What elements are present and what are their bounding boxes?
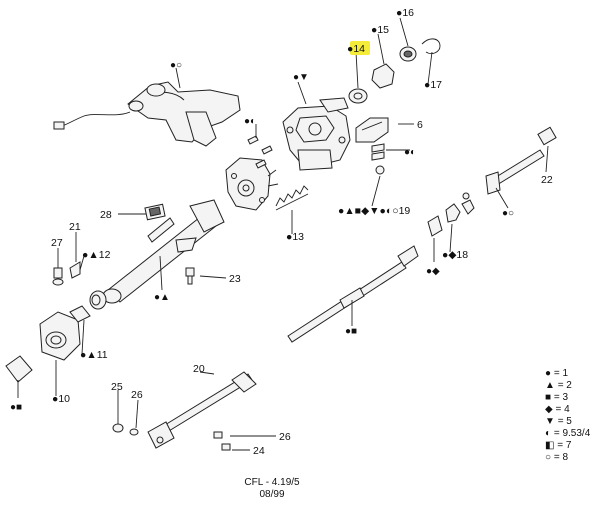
coupling-block-part [225, 157, 279, 211]
callout-22[interactable]: 22 [541, 174, 553, 186]
callout-26-lower[interactable]: 26 [279, 431, 291, 443]
callout-13[interactable]: ●13 [286, 231, 304, 243]
legend-item-3: ■ = 3 [545, 392, 568, 403]
callout-16[interactable]: ●16 [396, 7, 414, 19]
callout-10[interactable]: ●10 [52, 393, 70, 405]
callout-20[interactable]: 20 [193, 363, 205, 375]
symbol-tag-lower-shaft: ●■ [345, 326, 357, 337]
callout-28[interactable]: 28 [100, 209, 112, 221]
symbol-tag-sleeve: ●■ [10, 402, 22, 413]
screw-washer-parts [112, 423, 231, 451]
callout-24[interactable]: 24 [253, 445, 265, 457]
legend-item-1: ● = 1 [545, 368, 568, 379]
grommet-part [144, 203, 166, 221]
lower-flange-part [5, 290, 107, 383]
callout-labels: ●16 ●15 ●14 ●17 6 28 21 27 ●▲12 ●▲11 ●10… [51, 7, 553, 457]
column-housing-part [282, 97, 351, 171]
symbol-tag-pins: ●◐ [404, 147, 416, 158]
intermediate-shaft-part [287, 245, 419, 343]
callout-19[interactable]: ●▲■◆▼●◐○19 [338, 205, 410, 217]
legend-item-2: ▲ = 2 [545, 380, 572, 391]
callout-14[interactable]: ●14 [347, 43, 365, 55]
callout-15[interactable]: ●15 [371, 24, 389, 36]
callout-12[interactable]: ●▲12 [82, 249, 111, 261]
legend-item-8: ○ = 8 [545, 452, 568, 463]
legend-item-7: ◧ = 7 [545, 440, 572, 451]
symbol-legend: ● = 1 ▲ = 2 ■ = 3 ◆ = 4 ▼ = 5 ◐ = 9.53/4… [545, 368, 591, 463]
nut-washer-parts [52, 261, 81, 286]
legend-item-4: ◆ = 4 [545, 404, 570, 415]
highlight-marker [350, 41, 370, 55]
footer-date: 08/99 [259, 489, 284, 500]
symbol-tag-housing: ●▼ [293, 72, 309, 83]
callout-23[interactable]: 23 [229, 273, 241, 285]
column-tube-part [102, 199, 225, 304]
callout-21[interactable]: 21 [69, 221, 81, 233]
legend-item-5: ▼ = 5 [545, 416, 572, 427]
clip-parts [427, 192, 475, 237]
callout-18[interactable]: ●◆18 [442, 249, 468, 261]
callout-11[interactable]: ●▲11 [80, 349, 108, 361]
callout-6[interactable]: 6 [417, 119, 423, 131]
legend-item-6: ◐ = 9.53/4 [545, 428, 591, 439]
symbol-tag-bracket: ●○ [170, 60, 182, 71]
bushing-parts [348, 38, 441, 104]
callout-25[interactable]: 25 [111, 381, 123, 393]
bolt-23-part [185, 267, 195, 285]
footer-code: CFL - 4.19/5 [244, 477, 300, 488]
symbol-tags: ●○ ●▼ ●◐ ●◐ ●○ ●◆ ●▲ ●■ ●■ [10, 60, 514, 413]
callout-26-upper[interactable]: 26 [131, 389, 143, 401]
symbol-tag-tube: ●▲ [154, 292, 170, 303]
spring-part [275, 185, 309, 211]
small-pins-part [247, 135, 385, 175]
symbol-tag-shaft: ●○ [502, 208, 514, 219]
lower-shaft-part [147, 371, 257, 449]
callout-27[interactable]: 27 [51, 237, 63, 249]
switch-bracket-part [355, 117, 389, 143]
upper-bracket-part [53, 81, 241, 147]
symbol-tag-clip: ●◆ [426, 266, 440, 277]
leader-lines [17, 17, 549, 451]
symbol-tag-flange: ●◐ [244, 116, 256, 127]
callout-17[interactable]: ●17 [424, 79, 442, 91]
